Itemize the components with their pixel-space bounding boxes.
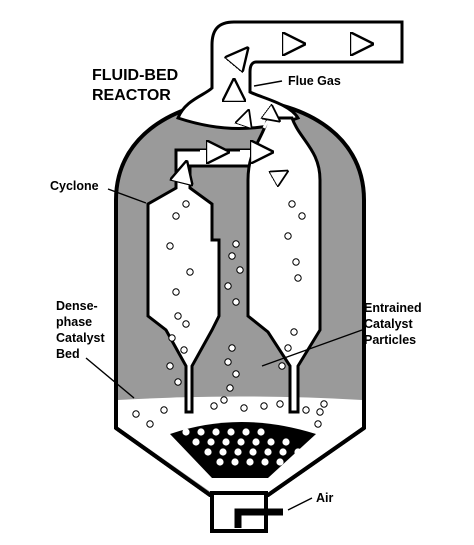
- dense-phase-label-4: Bed: [56, 347, 80, 361]
- distributor-hole: [197, 428, 205, 436]
- catalyst-particle-icon: [288, 200, 296, 208]
- distributor-hole: [237, 438, 245, 446]
- catalyst-particle-icon: [146, 420, 154, 428]
- catalyst-particle-icon: [294, 274, 302, 282]
- catalyst-particle-icon: [236, 266, 244, 274]
- catalyst-particle-icon: [240, 404, 248, 412]
- distributor-hole: [282, 438, 290, 446]
- catalyst-particle-icon: [298, 212, 306, 220]
- dense-phase-label-1: Dense-: [56, 299, 98, 313]
- distributor-hole: [294, 448, 302, 456]
- catalyst-particle-icon: [276, 400, 284, 408]
- catalyst-particle-icon: [228, 344, 236, 352]
- distributor-hole: [204, 448, 212, 456]
- catalyst-particle-icon: [316, 408, 324, 416]
- catalyst-particle-icon: [278, 362, 286, 370]
- catalyst-particle-icon: [320, 400, 328, 408]
- catalyst-particle-icon: [220, 396, 228, 404]
- flow-arrows: [182, 44, 370, 180]
- catalyst-particle-icon: [302, 406, 310, 414]
- distributor-hole: [276, 458, 284, 466]
- distributor-hole: [222, 438, 230, 446]
- distributor-hole: [257, 428, 265, 436]
- entrained-label-2: Catalyst: [364, 317, 413, 331]
- distributor-hole: [216, 458, 224, 466]
- catalyst-particle-icon: [210, 402, 218, 410]
- catalyst-particle-icon: [132, 410, 140, 418]
- swirl-arrow-icon: [264, 118, 278, 129]
- distributor-hole: [227, 428, 235, 436]
- catalyst-particle-icon: [186, 268, 194, 276]
- distributor-hole: [252, 438, 260, 446]
- catalyst-particle-icon: [182, 200, 190, 208]
- catalyst-particle-icon: [224, 282, 232, 290]
- catalyst-particle-icon: [232, 298, 240, 306]
- distributor-hole: [182, 428, 190, 436]
- entrained-label-1: Entrained: [364, 301, 422, 315]
- catalyst-particle-icon: [226, 384, 234, 392]
- distributor-hole: [231, 458, 239, 466]
- distributor-hole: [279, 448, 287, 456]
- cyclone-label: Cyclone: [50, 179, 99, 193]
- distributor-hole: [242, 428, 250, 436]
- distributor-hole: [234, 448, 242, 456]
- dense-phase-label-3: Catalyst: [56, 331, 105, 345]
- catalyst-particle-icon: [292, 258, 300, 266]
- distributor-hole: [264, 448, 272, 456]
- catalyst-particles: [132, 200, 328, 428]
- catalyst-particle-icon: [228, 252, 236, 260]
- catalyst-particle-icon: [260, 402, 268, 410]
- catalyst-particle-icon: [160, 406, 168, 414]
- flow-arrow-icon: [182, 164, 186, 180]
- flow-arrow-icon: [236, 50, 246, 62]
- air-inlet-pipe: [234, 508, 283, 528]
- distributor-hole: [246, 458, 254, 466]
- catalyst-particle-icon: [224, 358, 232, 366]
- distributor-hole: [207, 438, 215, 446]
- catalyst-particle-icon: [166, 242, 174, 250]
- catalyst-particle-icon: [314, 420, 322, 428]
- catalyst-particle-icon: [232, 370, 240, 378]
- catalyst-particle-icon: [166, 362, 174, 370]
- distributor-hole: [267, 438, 275, 446]
- catalyst-particle-icon: [182, 320, 190, 328]
- distributor-hole: [192, 438, 200, 446]
- swirl-arrow-icon: [270, 165, 286, 175]
- catalyst-particle-icon: [284, 344, 292, 352]
- catalyst-particle-icon: [174, 378, 182, 386]
- dense-phase-label-2: phase: [56, 315, 92, 329]
- distributor-holes: [182, 428, 302, 466]
- catalyst-particle-icon: [172, 212, 180, 220]
- air-label: Air: [316, 491, 334, 505]
- catalyst-particle-icon: [284, 232, 292, 240]
- distributor-hole: [261, 458, 269, 466]
- distributor-hole: [212, 428, 220, 436]
- distributor-hole: [249, 448, 257, 456]
- catalyst-particle-icon: [168, 334, 176, 342]
- leader-lines: [85, 80, 363, 511]
- entrained-label-3: Particles: [364, 333, 416, 347]
- catalyst-particle-icon: [174, 312, 182, 320]
- distributor-hole: [219, 448, 227, 456]
- flue-gas-label: Flue Gas: [288, 74, 341, 88]
- catalyst-particle-icon: [180, 346, 188, 354]
- catalyst-particle-icon: [172, 288, 180, 296]
- diagram-title-line1: FLUID-BED: [92, 67, 178, 84]
- swirl-arrow-icon: [247, 112, 253, 120]
- catalyst-particle-icon: [290, 328, 298, 336]
- diagram-title-line2: REACTOR: [92, 87, 171, 104]
- catalyst-particle-icon: [232, 240, 240, 248]
